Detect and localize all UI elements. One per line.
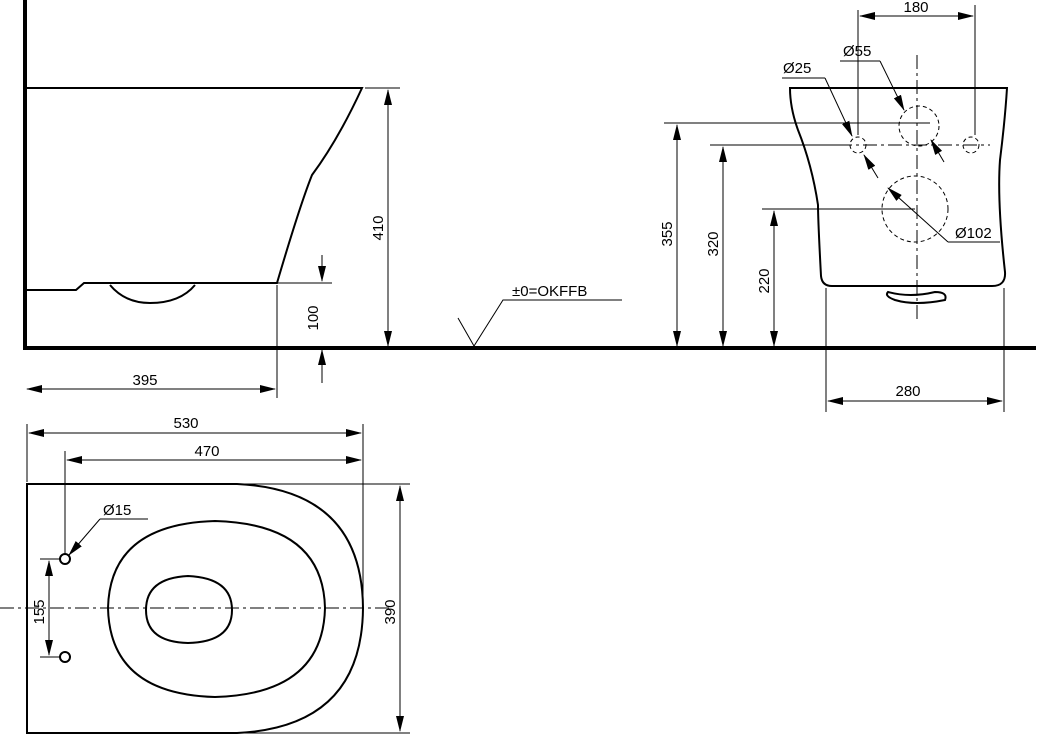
floor-reference: ±0=OKFFB [457, 283, 622, 347]
floor-and-wall [23, 0, 1036, 350]
dim-530-label: 530 [173, 415, 198, 432]
rear-view-outlet-spigot [885, 290, 947, 304]
dim-outlet-diameter-label: Ø102 [955, 225, 992, 242]
dim-inlet-leader-b [930, 139, 945, 163]
dim-bolt-leader-a [824, 77, 853, 137]
dim-320-label: 320 [705, 231, 722, 256]
fixing-hole-top [59, 553, 71, 565]
rear-view-body [788, 87, 1009, 287]
rear-view: 180 Ø55 Ø25 Ø102 355 320 220 280 [659, 0, 1009, 412]
side-view: 410 100 395 [26, 87, 400, 398]
dim-inlet-leader-a [879, 60, 905, 111]
reference-label: ±0=OKFFB [512, 283, 587, 300]
top-view: 530 470 Ø15 155 390 [0, 415, 410, 734]
dim-180-label: 180 [903, 0, 928, 16]
dim-390-label: 390 [382, 599, 399, 624]
outlet-hole [881, 175, 949, 243]
side-view-body [27, 87, 364, 291]
dim-inlet-diameter-label: Ø55 [843, 43, 871, 60]
fixing-hole-bottom [59, 651, 71, 663]
reference-leader [457, 299, 622, 347]
dim-355-label: 355 [659, 221, 676, 246]
dim-220-label: 220 [756, 268, 773, 293]
dim-bolt-leader-b [863, 154, 879, 179]
dim-outlet-leader [887, 187, 949, 243]
dim-bolt-diameter-label: Ø25 [783, 60, 811, 77]
dim-470-label: 470 [194, 443, 219, 460]
dim-410-label: 410 [370, 215, 387, 240]
dim-hole-diameter-label: Ø15 [103, 502, 131, 519]
inlet-hole [898, 105, 940, 147]
top-view-bowl [144, 574, 234, 645]
dim-395-label: 395 [132, 372, 157, 389]
dim-100-label: 100 [305, 305, 322, 330]
dim-280-label: 280 [895, 383, 920, 400]
top-view-rim [106, 519, 327, 699]
side-view-outlet-curve [109, 284, 196, 305]
dim-155-label: 155 [31, 599, 48, 624]
dim-hole-leader [68, 518, 101, 556]
